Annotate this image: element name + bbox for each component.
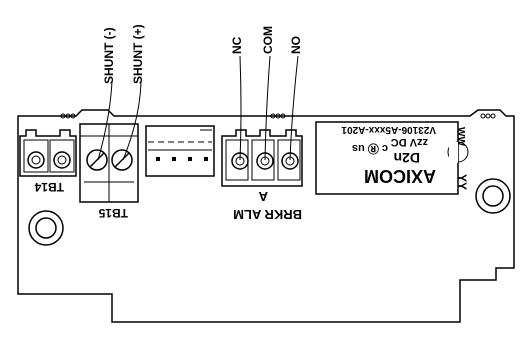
relay-component [315, 121, 469, 195]
tb14-label: TB14 [34, 180, 64, 194]
alarm-connector [221, 129, 303, 187]
nc-label: NC [230, 36, 244, 54]
relay-date-code-bottom: YY [455, 174, 469, 190]
relay-date-code-top: WW [455, 127, 466, 146]
tb15-connector [79, 123, 139, 203]
mounting-hole-right [475, 178, 511, 214]
com-label: COM [261, 26, 275, 54]
com-leader [264, 55, 271, 161]
brkr-alm-label: BRKR ALM [233, 207, 302, 222]
relay-coil-rating: zzV DC [391, 136, 428, 148]
relay-cert-marks: c Ⓡ us [352, 142, 388, 156]
tb15-label: TB15 [98, 206, 128, 220]
connector-a-label: A [258, 189, 268, 204]
shunt-neg-leader [97, 81, 113, 161]
relay-part-number: V23106-A5xxx-A201 [341, 124, 436, 135]
relay-type: D2n [394, 150, 420, 166]
nc-leader [239, 55, 242, 161]
mounting-hole-left [28, 210, 64, 246]
board-edge-bumps [60, 113, 496, 119]
relay-brand: AXICOM [364, 166, 436, 186]
tb14-connector [19, 129, 77, 177]
shunt-pos-leader [122, 81, 142, 161]
no-label: NO [289, 36, 303, 54]
four-pin-header [145, 125, 215, 177]
shunt-pos-label: SHUNT (+) [131, 24, 145, 84]
shunt-neg-label: SHUNT (-) [102, 27, 116, 84]
board-outline [17, 109, 515, 323]
no-leader [289, 55, 299, 161]
